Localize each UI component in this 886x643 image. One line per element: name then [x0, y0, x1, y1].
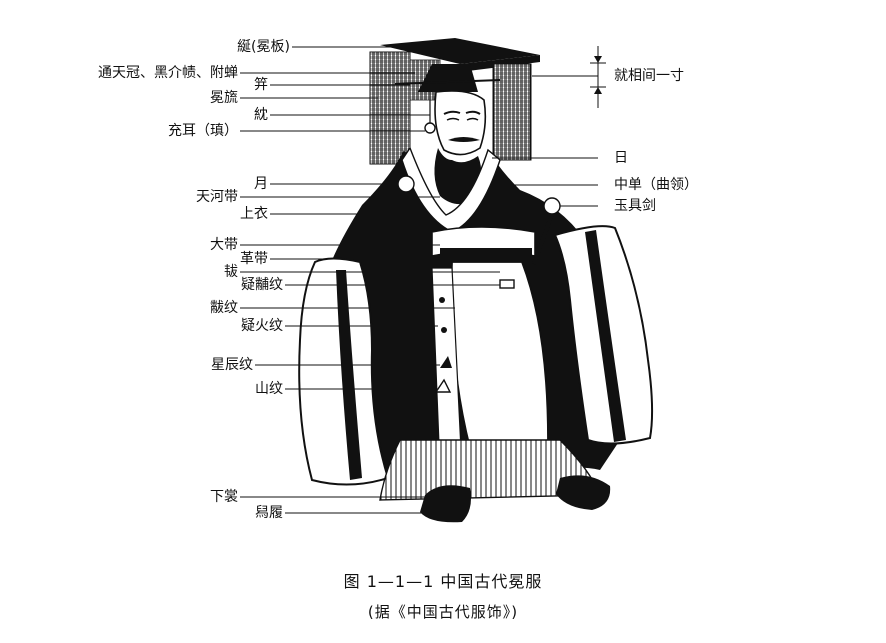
dimension-arrow-up	[594, 87, 602, 94]
label-dan: 紞	[254, 107, 268, 123]
label-ri: 日	[614, 150, 628, 166]
fu-pattern-box	[499, 279, 515, 289]
sun-emblem	[543, 197, 561, 215]
eyebrow-left	[443, 110, 461, 115]
label-chong-er: 充耳（瑱）	[168, 123, 238, 139]
crown-tassels-left	[369, 51, 411, 165]
label-tianhe-dai: 天河带	[196, 189, 238, 205]
figure-caption: 图 1—1—1 中国古代冕服	[343, 572, 543, 591]
label-shang-yi: 上衣	[240, 206, 268, 222]
label-ge-dai: 革带	[240, 251, 268, 267]
dimension-arrow-down	[594, 56, 602, 63]
leather-belt	[440, 248, 532, 260]
jade-sword	[532, 213, 554, 265]
label-tongtian-guan: 通天冠、黑介帻、附蝉	[98, 65, 238, 81]
embroidery-triangle-1	[440, 356, 452, 368]
label-xingchen-wen: 星辰纹	[211, 357, 253, 373]
moustache	[448, 137, 480, 142]
embroidery-dot-1	[439, 297, 445, 303]
label-yan-board: 綖(冕板)	[237, 39, 290, 55]
label-da-dai: 大带	[210, 237, 238, 253]
label-xi-lu: 舄履	[255, 505, 283, 521]
head-group	[424, 90, 487, 205]
face	[434, 90, 487, 156]
label-yuju-jian: 玉具剑	[614, 198, 656, 214]
label-mian-liu: 冕旒	[210, 90, 238, 106]
eye-left	[446, 117, 460, 121]
label-fu-wen: 黻纹	[210, 300, 238, 316]
label-fu: 韨	[224, 264, 238, 280]
label-fu-fu-wen: 疑黼纹	[241, 277, 283, 293]
crown-hairpin	[394, 79, 501, 85]
embroidery-triangle-2	[434, 378, 452, 393]
embroidery-dot-2	[441, 327, 447, 333]
crown-cap	[418, 64, 478, 92]
ear-plug	[424, 122, 436, 134]
label-shan-wen: 山纹	[255, 381, 283, 397]
label-jiu-spacing: 就相间一寸	[614, 68, 684, 84]
leader-lines	[240, 46, 606, 514]
inner-collar	[401, 146, 501, 233]
crown-board	[380, 38, 540, 64]
left-sleeve-band	[336, 270, 362, 480]
right-sleeve-band	[585, 230, 626, 442]
label-huo-wen: 疑火纹	[241, 318, 283, 334]
eyebrow-right	[465, 110, 481, 115]
beard	[434, 148, 482, 205]
robe-group	[298, 146, 654, 523]
eye-right	[466, 117, 479, 121]
shoe-right	[556, 475, 611, 510]
label-yue: 月	[254, 176, 268, 192]
shoe-left	[420, 485, 471, 523]
crown-group	[369, 38, 540, 165]
label-zhong-dan: 中单（曲领）	[614, 177, 698, 193]
figure-source: (据《中国古代服饰》)	[367, 603, 519, 621]
crown-tassels-right	[492, 63, 532, 161]
label-xia-chang: 下裳	[210, 489, 238, 505]
moon-emblem	[397, 175, 415, 193]
label-ji: 笄	[254, 77, 268, 93]
